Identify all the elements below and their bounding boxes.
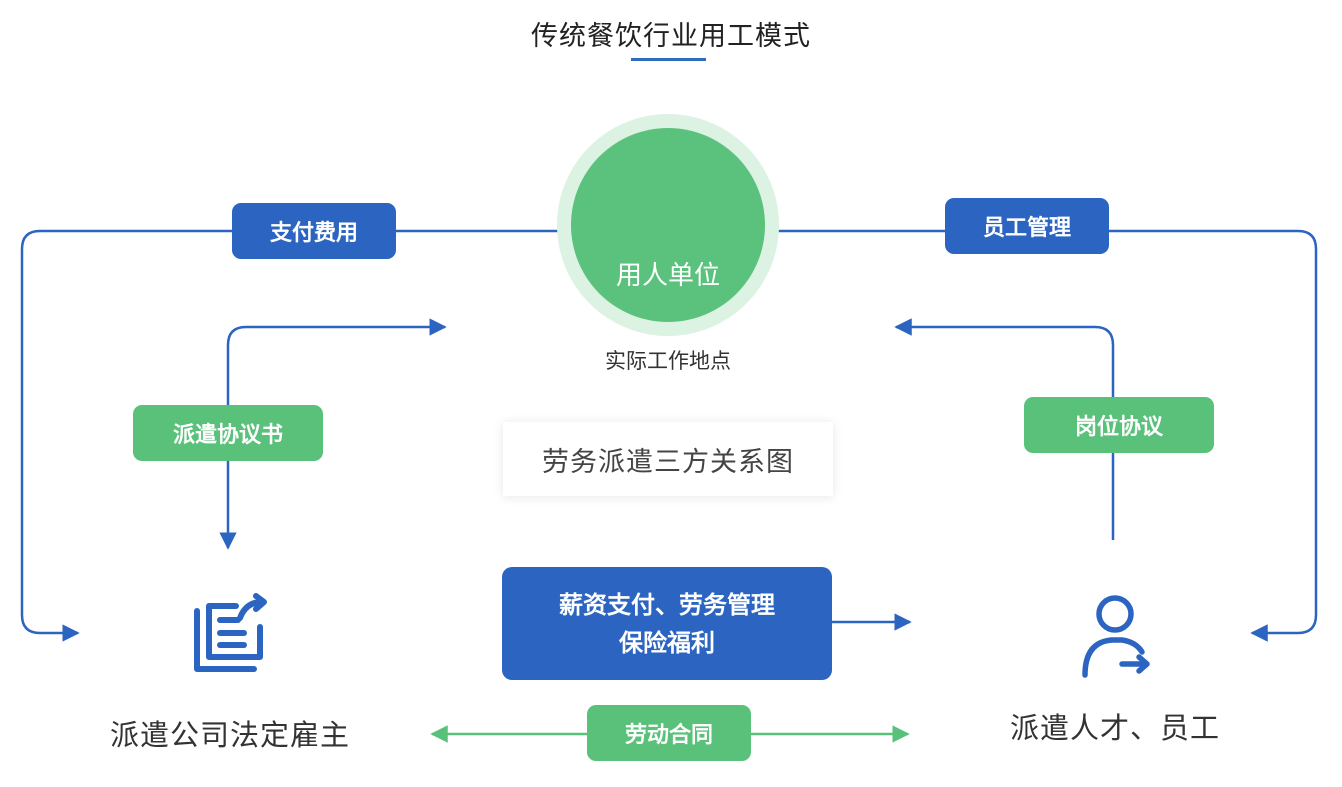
dispatch-agreement-label: 派遣协议书 <box>133 405 323 461</box>
page-title: 传统餐饮行业用工模式 <box>531 21 811 52</box>
center-node-sublabel: 实际工作地点 <box>605 349 731 373</box>
relation-title-box: 劳务派遣三方关系图 <box>503 422 833 496</box>
center-node-label: 用人单位 <box>615 261 720 291</box>
salary-line-1: 薪资支付、劳务管理 <box>559 590 775 619</box>
person-arrow-icon <box>1082 595 1150 678</box>
relation-title: 劳务派遣三方关系图 <box>542 446 794 478</box>
staff-management-line <box>765 229 1318 642</box>
salary-box: 薪资支付、劳务管理 保险福利 <box>502 567 832 680</box>
post-agreement-line <box>894 318 1115 540</box>
title-underline <box>631 58 706 61</box>
labor-contract-label: 劳动合同 <box>587 705 751 761</box>
left-node-label: 派遣公司法定雇主 <box>109 718 350 752</box>
right-node-label: 派遣人才、员工 <box>1009 711 1220 745</box>
dispatch-agreement-up-line <box>226 318 447 420</box>
center-node-circle <box>571 128 765 322</box>
post-agreement-label: 岗位协议 <box>1024 397 1214 453</box>
pay-fee-line <box>20 229 571 642</box>
staff-management-label: 员工管理 <box>945 198 1109 254</box>
pay-fee-label: 支付费用 <box>232 203 396 259</box>
salary-line-2: 保险福利 <box>619 628 715 657</box>
documents-share-icon <box>194 593 267 672</box>
